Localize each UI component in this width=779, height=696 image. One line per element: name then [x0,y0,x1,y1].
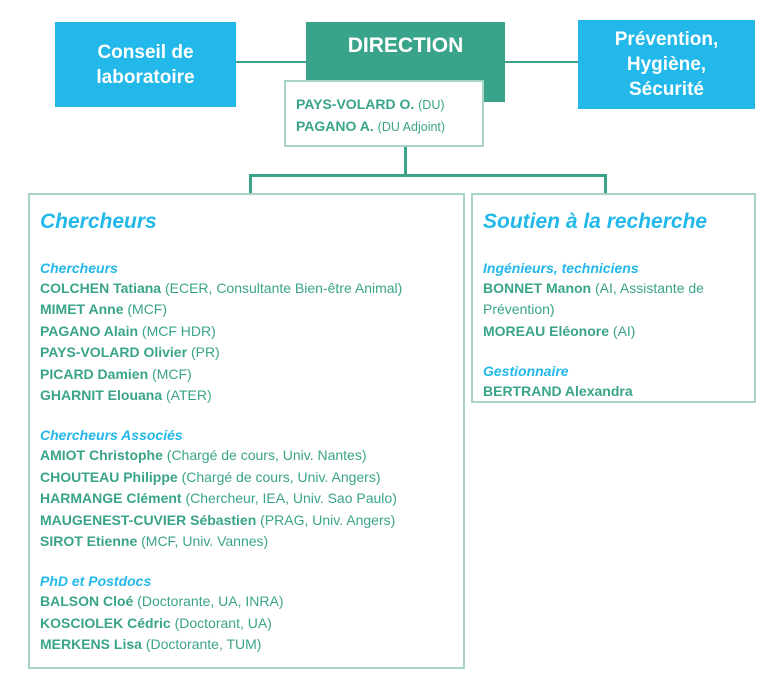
person-name: HARMANGE Clément [40,490,182,507]
section-chercheurs: Chercheurs COLCHEN Tatiana (ECER, Consul… [40,259,453,406]
connector-horizontal [249,174,607,177]
person-role: (PRAG, Univ. Angers) [260,511,396,528]
person-name: MIMET Anne [40,301,124,318]
connector-right [505,61,580,63]
person-role: (Doctorante, TUM) [145,636,262,653]
person-entry: MAUGENEST-CUVIER Sébastien (PRAG, Univ. … [40,510,453,531]
section-title: Chercheurs [40,260,118,276]
direction-person: PAYS-VOLARD O. (DU) [296,94,482,116]
person-role: (MCF, Univ. Vannes) [141,533,269,550]
direction-people-box: PAYS-VOLARD O. (DU) PAGANO A. (DU Adjoin… [284,80,484,147]
person-role: (MCF HDR) [141,322,216,339]
panel-title: Soutien à la recherche [483,210,708,233]
person-entry: PICARD Damien (MCF) [40,364,453,385]
person-entry: BERTRAND Alexandra [483,381,744,402]
person-entry: COLCHEN Tatiana (ECER, Consultante Bien-… [40,278,453,299]
soutien-recherche-panel: Soutien à la recherche Ingénieurs, techn… [471,193,756,403]
prevention-line-2: Hygiène, [626,54,707,75]
person-name: PAGANO Alain [40,322,139,339]
person-entry: KOSCIOLEK Cédric (Doctorant, UA) [40,613,453,634]
person-name: BONNET Manon [483,280,592,296]
person-entry: MOREAU Eléonore (AI) [483,321,744,342]
prevention-line-3: Sécurité [629,79,704,100]
connector-drop-right [604,174,607,194]
person-role: (Doctorante, UA, INRA) [137,593,284,610]
person-name: MOREAU Eléonore [483,322,610,339]
person-role: (AI) [612,322,636,339]
chercheurs-panel: Chercheurs Chercheurs COLCHEN Tatiana (E… [28,193,465,669]
person-name: PAYS-VOLARD Olivier [40,344,188,361]
person-name: CHOUTEAU Philippe [40,468,178,485]
section-title: PhD et Postdocs [40,573,152,590]
direction-title: DIRECTION [347,34,464,57]
person-role: (PR) [190,344,220,361]
direction-person-name: PAYS-VOLARD O. [296,96,415,112]
direction-person-role: (DU Adjoint) [377,120,446,134]
person-entry: PAYS-VOLARD Olivier (PR) [40,342,453,363]
person-name: COLCHEN Tatiana [40,280,162,296]
person-name: MAUGENEST-CUVIER Sébastien [40,511,257,528]
person-role: (Doctorant, UA) [174,614,272,631]
connector-vertical [404,146,407,176]
section-title: Gestionnaire [483,363,569,380]
conseil-line-2: laboratoire [96,66,195,88]
person-entry: BALSON Cloé (Doctorante, UA, INRA) [40,591,453,612]
person-role: (MCF) [152,365,192,382]
prevention-line-1: Prévention, [614,29,719,50]
person-name: KOSCIOLEK Cédric [40,614,171,631]
section-phd-postdocs: PhD et Postdocs BALSON Cloé (Doctorante,… [40,572,453,655]
person-entry: AMIOT Christophe (Chargé de cours, Univ.… [40,445,453,466]
person-role: (Chercheur, IEA, Univ. Sao Paulo) [185,490,397,507]
person-role: (Chargé de cours, Univ. Nantes) [166,447,367,464]
conseil-line-1: Conseil de [97,41,194,63]
connector-left [236,61,308,63]
person-name: BALSON Cloé [40,593,134,610]
person-name: SIROT Etienne [40,533,138,550]
conseil-de-laboratoire-box: Conseil de laboratoire [55,22,236,107]
person-entry: GHARNIT Elouana (ATER) [40,385,453,406]
person-entry: CHOUTEAU Philippe (Chargé de cours, Univ… [40,467,453,488]
direction-person-role: (DU) [418,98,445,112]
person-entry: HARMANGE Clément (Chercheur, IEA, Univ. … [40,488,453,509]
section-ingenieurs-techniciens: Ingénieurs, techniciens BONNET Manon (AI… [483,259,744,342]
direction-person-name: PAGANO A. [296,118,374,134]
person-role: (MCF) [127,301,168,318]
person-role: (ECER, Consultante Bien-être Animal) [164,280,403,296]
person-name: AMIOT Christophe [40,447,163,464]
person-entry: BONNET Manon (AI, Assistante de Préventi… [483,278,744,321]
person-name: MERKENS Lisa [40,636,142,653]
person-name: BERTRAND Alexandra [483,383,633,400]
section-title: Ingénieurs, techniciens [483,260,639,276]
panel-title: Chercheurs [40,210,157,233]
person-entry: PAGANO Alain (MCF HDR) [40,321,453,342]
person-role: (ATER) [166,387,212,404]
prevention-hygiene-securite-box: Prévention, Hygiène, Sécurité [578,20,755,109]
person-entry: MERKENS Lisa (Doctorante, TUM) [40,634,453,655]
person-entry: SIROT Etienne (MCF, Univ. Vannes) [40,531,453,552]
person-name: GHARNIT Elouana [40,387,163,404]
person-role: (Chargé de cours, Univ. Angers) [181,468,381,485]
section-title: Chercheurs Associés [40,427,183,444]
person-entry: MIMET Anne (MCF) [40,299,453,320]
section-chercheurs-associes: Chercheurs Associés AMIOT Christophe (Ch… [40,426,453,552]
direction-person: PAGANO A. (DU Adjoint) [296,116,482,138]
connector-drop-left [249,174,252,194]
person-name: PICARD Damien [40,365,149,382]
person-role: (AI, Assistante de Prévention) [483,280,704,318]
section-gestionnaire: Gestionnaire BERTRAND Alexandra [483,362,744,402]
